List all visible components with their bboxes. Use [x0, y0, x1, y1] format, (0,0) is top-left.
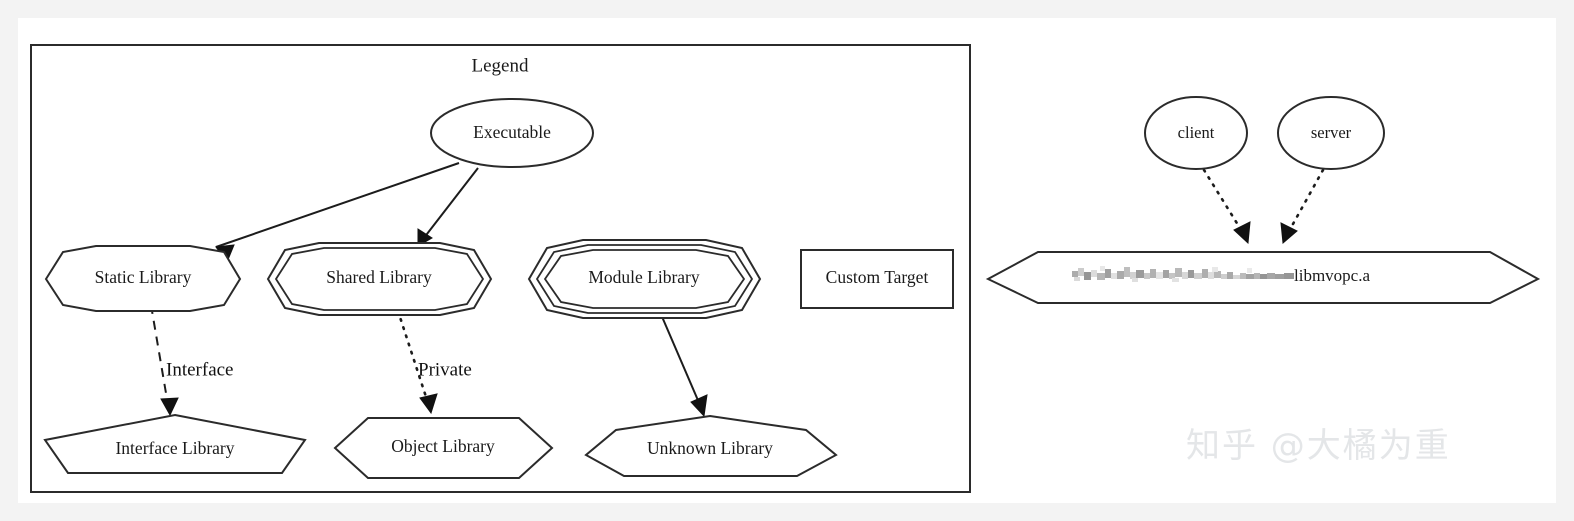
interface-library-pentagon-shape	[43, 413, 307, 474]
node-label-static-library: Static Library	[95, 267, 192, 287]
node-label-custom-target: Custom Target	[826, 267, 929, 287]
edge-module-library-to-unknown-library	[659, 311, 708, 418]
edge-client-to-libmvopc	[1202, 168, 1251, 245]
unknown-library-septagon-shape	[584, 414, 838, 477]
node-label-executable: Executable	[473, 122, 551, 142]
legend-title: Legend	[472, 55, 529, 76]
node-label-interface-library: Interface Library	[115, 438, 234, 458]
node-label-module-library: Module Library	[588, 267, 700, 287]
node-module-library[interactable]: Module Library	[527, 239, 762, 319]
node-server[interactable]: server	[1277, 96, 1385, 170]
module-library-octagon-outer	[527, 239, 762, 319]
shared-library-octagon-inner	[274, 247, 485, 311]
edge-label-private: Private	[418, 359, 472, 380]
server-ellipse-shape	[1277, 96, 1385, 170]
node-custom-target[interactable]: Custom Target	[800, 249, 954, 309]
module-library-octagon-inner	[543, 249, 746, 309]
edge-shared-library-to-object-library: Private	[396, 309, 472, 415]
node-label-client: client	[1178, 123, 1215, 142]
node-unknown-library[interactable]: Unknown Library	[584, 414, 838, 477]
client-ellipse-shape	[1144, 96, 1248, 170]
node-label-libmvopc: libmvopc.a	[1294, 266, 1370, 285]
node-object-library[interactable]: Object Library	[333, 417, 554, 479]
node-shared-library[interactable]: Shared Library	[266, 242, 493, 316]
node-executable[interactable]: Executable	[430, 98, 594, 168]
zhihu-watermark: 知乎 @大橘为重	[1186, 426, 1451, 466]
module-library-octagon-middle	[535, 244, 754, 314]
node-label-server: server	[1311, 123, 1352, 142]
node-static-library[interactable]: Static Library	[44, 245, 242, 312]
node-label-shared-library: Shared Library	[326, 267, 432, 287]
node-label-object-library: Object Library	[391, 436, 495, 456]
custom-target-box-shape	[800, 249, 954, 309]
object-library-hexagon-shape	[333, 417, 554, 479]
node-libmvopc[interactable]: libmvopc.a	[985, 251, 1541, 304]
node-client[interactable]: client	[1144, 96, 1248, 170]
executable-ellipse-shape	[430, 98, 594, 168]
node-interface-library[interactable]: Interface Library	[43, 413, 307, 474]
static-library-octagon-shape	[44, 245, 242, 312]
node-label-unknown-library: Unknown Library	[647, 438, 773, 458]
edge-static-library-to-interface-library: Interface	[150, 304, 234, 417]
libmvopc-hexagon-shape	[985, 251, 1541, 304]
shared-library-octagon-outer	[266, 242, 493, 316]
edge-server-to-libmvopc	[1280, 168, 1325, 245]
edge-label-interface: Interface	[166, 359, 234, 380]
